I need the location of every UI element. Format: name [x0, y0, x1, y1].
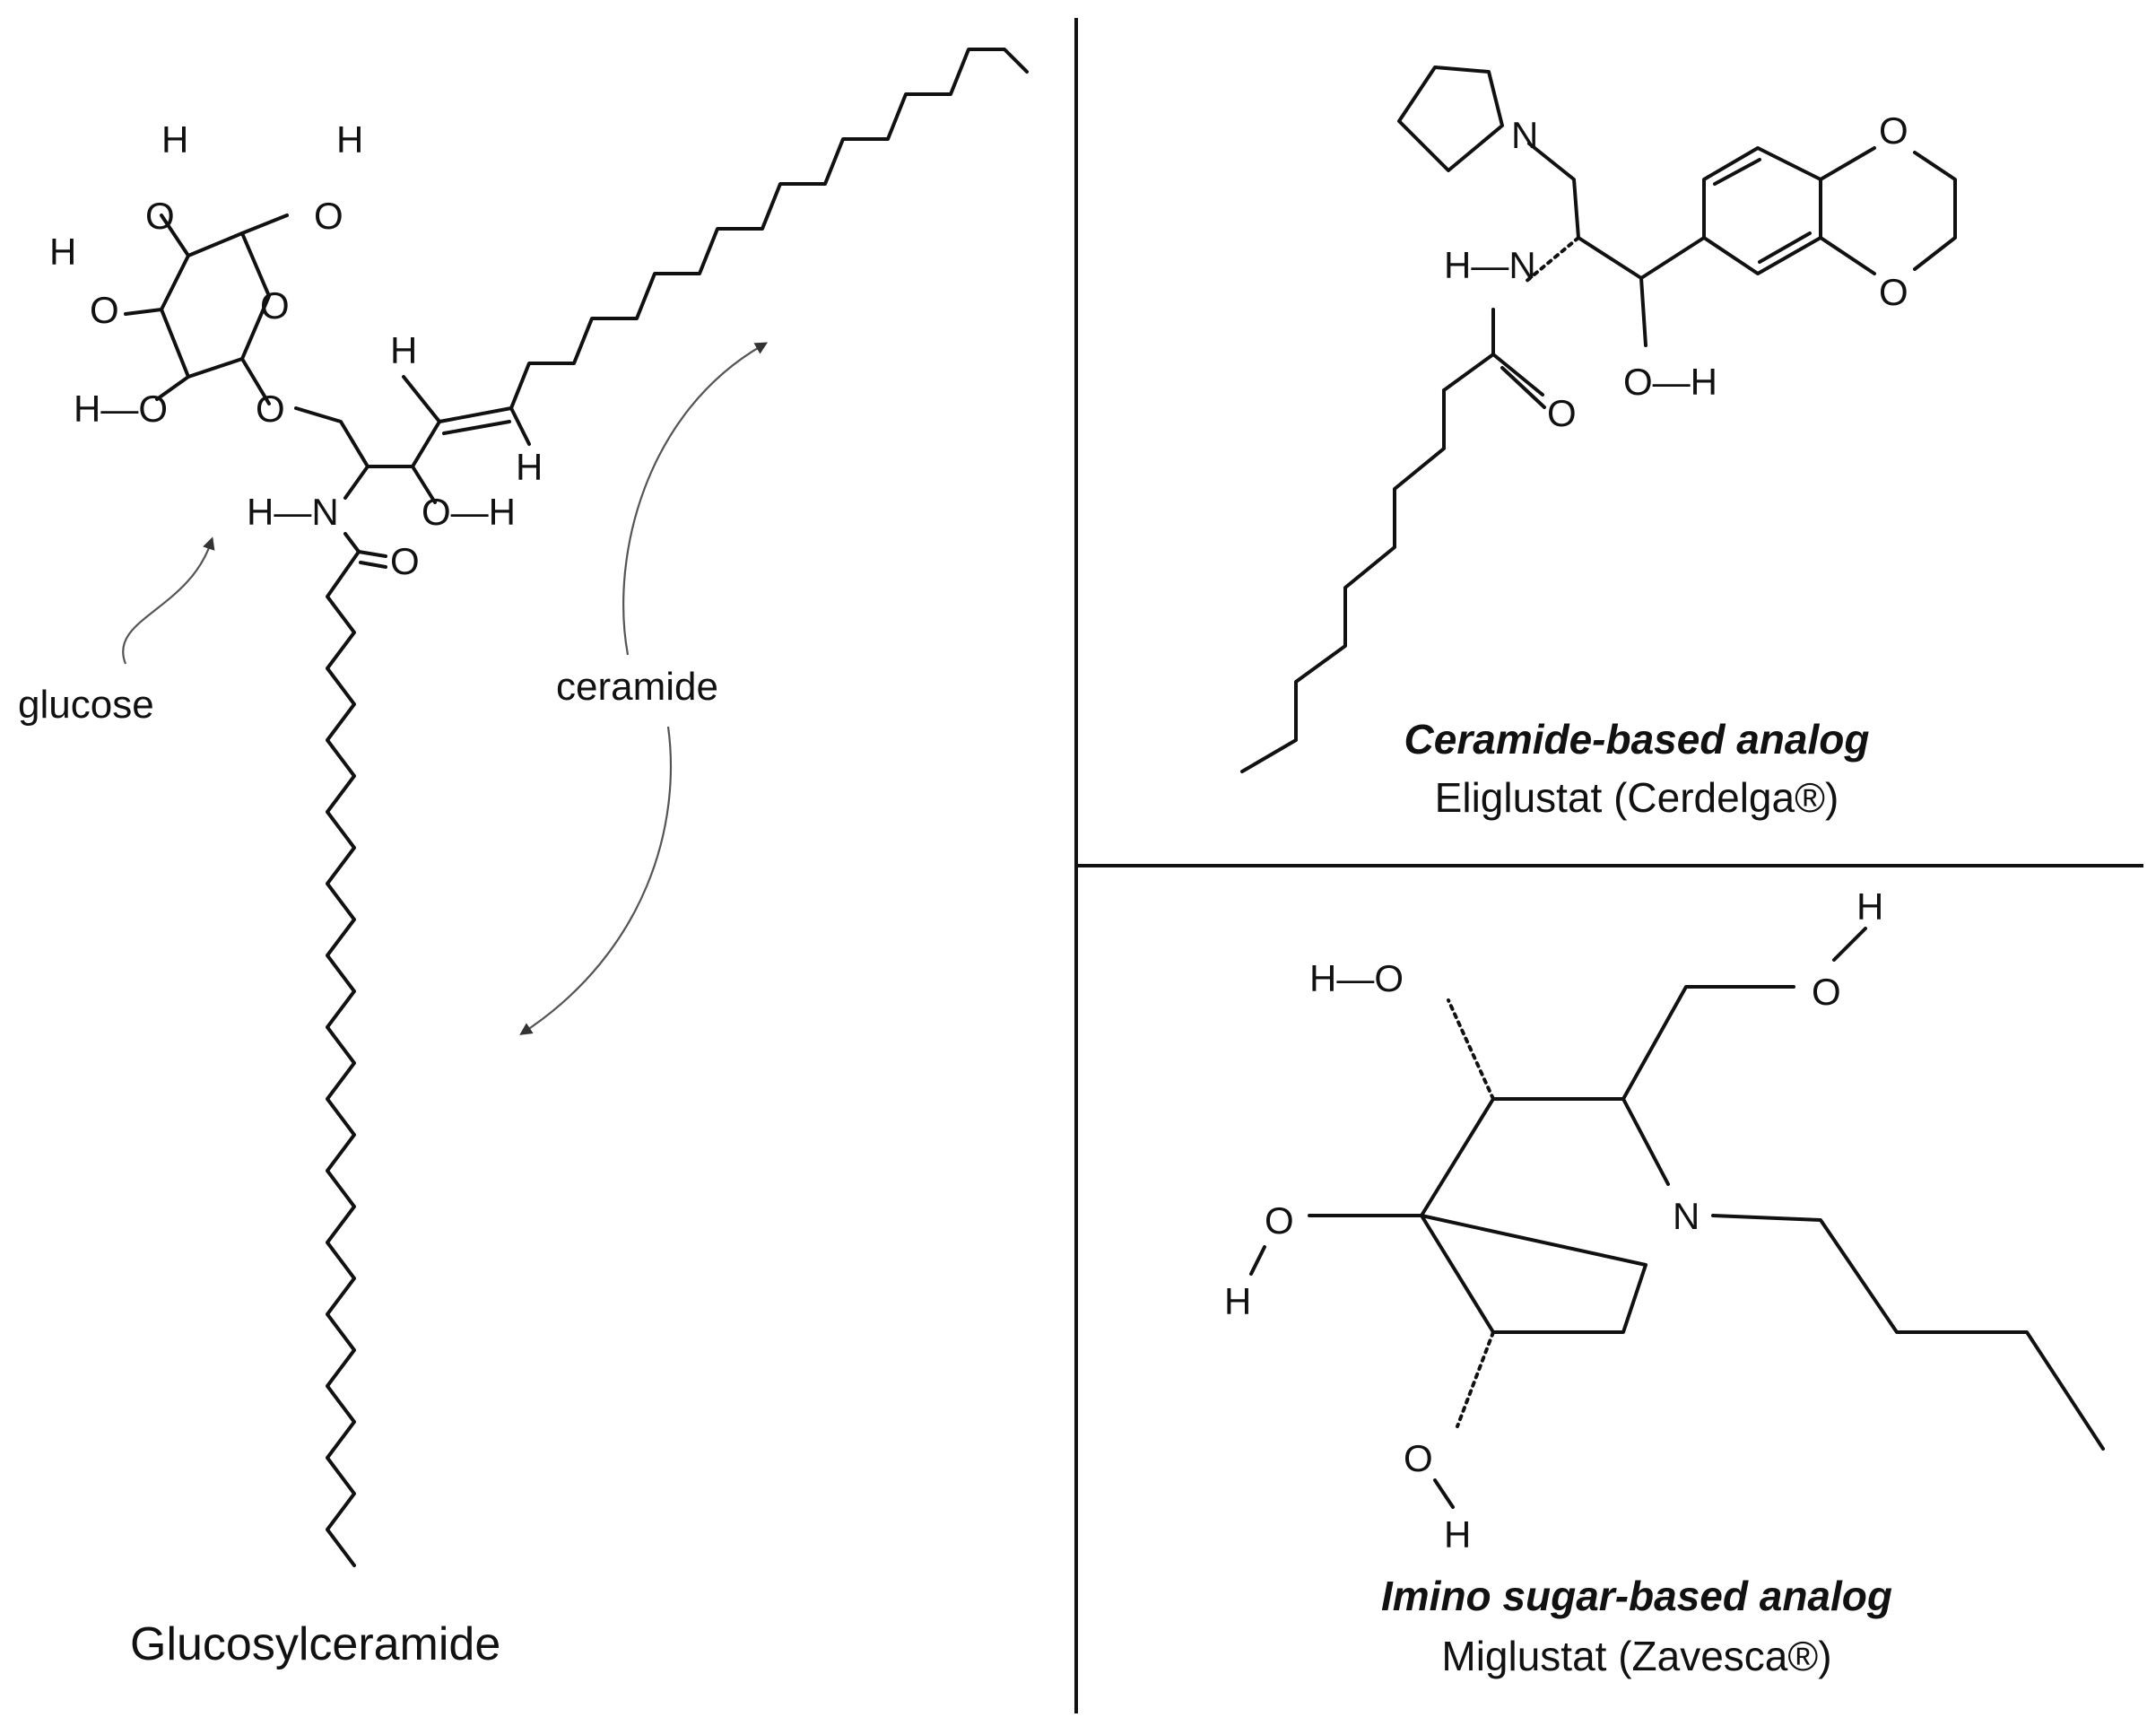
- amide-oxygen: O: [390, 540, 420, 582]
- benzene-double-bonds: [1713, 158, 1812, 264]
- ring-oxygen: O: [260, 284, 290, 327]
- fatty-acyl-chain: [326, 550, 361, 1567]
- ceramide-arrow-up: [622, 342, 769, 656]
- eliglustat-structure: N H—N O O—H O O Ceramide-based analog El…: [1240, 65, 1957, 821]
- amide-nh: H—N: [247, 491, 339, 533]
- ceramide-label: ceramide: [556, 665, 718, 709]
- c3-oh-bond: [124, 308, 163, 316]
- piperidine-ring: [1420, 1097, 1670, 1334]
- c5-hashed-oh: [1456, 1330, 1495, 1428]
- backbone-hydroxyl: O—H: [422, 491, 516, 533]
- c6-bond: [240, 214, 289, 235]
- dioxane-o-bottom: O: [1879, 271, 1908, 313]
- amide-carbonyl: [1491, 353, 1546, 409]
- eliglustat-hydroxyl: O—H: [1623, 361, 1717, 403]
- atom-h-3: H: [49, 231, 76, 273]
- sphingosine-backbone: [294, 406, 441, 468]
- octanoyl-chain: [1240, 388, 1446, 773]
- dioxane-o-bonds: [1819, 146, 1876, 275]
- c1-wedge-ch2oh: [1621, 985, 1795, 1101]
- miglustat-class: Imino sugar-based analog: [1381, 1573, 1892, 1619]
- backbone-n-bond: [343, 465, 369, 500]
- ch2oh-hydrogen: H: [1856, 885, 1883, 928]
- amide-bond: [1442, 308, 1495, 392]
- glucose-ring: [160, 231, 271, 379]
- c3-hashed-oh: [1447, 998, 1495, 1101]
- c5-hydrogen: H: [1444, 1513, 1471, 1556]
- miglustat-name: Miglustat (Zavesca®): [1441, 1633, 1831, 1679]
- amide-n-c-bond: [343, 532, 361, 554]
- trans-double-bond-2: [442, 420, 511, 435]
- trans-double-bond: [438, 406, 513, 423]
- wedge-oh-bond: [1639, 276, 1647, 347]
- miglustat-structure: N H—O O H O H O H Imino sugar-based anal…: [1224, 885, 2105, 1679]
- eliglustat-carbonyl-o: O: [1547, 392, 1577, 434]
- c4-oh-h-bond: [1249, 1245, 1266, 1276]
- ring-left-upper: [1420, 1097, 1495, 1217]
- ch2oh-h-bond: [1832, 927, 1867, 962]
- atom-o-2: O: [314, 195, 343, 237]
- eliglustat-class: Ceramide-based analog: [1404, 716, 1870, 763]
- amide-hn: H—N: [1444, 244, 1536, 286]
- c5-oxygen: O: [1404, 1437, 1433, 1479]
- vinyl-h2-bond: [509, 406, 531, 446]
- aryl-bond: [1639, 236, 1706, 280]
- hashed-nh-bond: [1523, 236, 1580, 284]
- sphingosine-tail: [509, 48, 1029, 410]
- backbone-oh-bond: [411, 465, 437, 504]
- vinyl-h-top: H: [390, 329, 417, 371]
- amide-co-bond-2: [359, 561, 387, 569]
- c5-oh-h-bond: [1433, 1478, 1455, 1509]
- vinyl-h-bottom: H: [516, 446, 543, 488]
- ceramide-arrow-down: [519, 726, 673, 1035]
- vinyl-h-bond: [402, 375, 441, 423]
- dioxane-o-top: O: [1879, 109, 1908, 152]
- pyrrolidine-ring: [1397, 65, 1504, 172]
- glucosylceramide-title: Glucosylceramide: [130, 1618, 500, 1670]
- pyrrolidine-n: N: [1511, 114, 1538, 156]
- atom-o-3: O: [90, 289, 119, 331]
- c4-hydrogen: H: [1224, 1280, 1251, 1322]
- c2-oh-bond: [155, 375, 190, 401]
- glucosylceramide-structure: H H O O H O O H—O O H H H—N O—H O glucos…: [18, 48, 1029, 1670]
- ch2oh-oxygen: O: [1812, 971, 1841, 1013]
- c2-hydroxyl: H—O: [74, 388, 168, 430]
- glucose-arrow: [122, 536, 215, 665]
- eliglustat-name: Eliglustat (Cerdelga®): [1435, 774, 1839, 821]
- piperidine-n: N: [1673, 1195, 1700, 1237]
- c4-oh-bond: [160, 214, 190, 257]
- dioxane-ch2-bonds: [1913, 151, 1957, 271]
- amide-co-bond: [357, 550, 387, 558]
- atom-h-2: H: [336, 118, 363, 161]
- glycosidic-oxygen: O: [256, 388, 285, 430]
- n-butyl-chain: [1711, 1214, 2105, 1451]
- c4-oxygen: O: [1265, 1199, 1294, 1242]
- n-ch2-bond: [1527, 142, 1580, 240]
- atom-o-1: O: [145, 195, 175, 237]
- c-c-backbone: [1577, 236, 1643, 280]
- glycosidic-bond: [240, 357, 271, 405]
- c3-hydroxyl: H—O: [1309, 957, 1404, 999]
- glucose-label: glucose: [18, 683, 154, 727]
- benzene-ring: [1702, 146, 1822, 275]
- atom-h-1: H: [161, 118, 188, 161]
